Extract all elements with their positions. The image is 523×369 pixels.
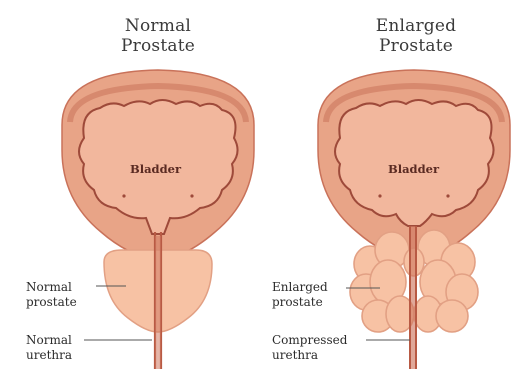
enlarged-ureter-opening-left <box>378 194 381 197</box>
normal-urethra-label-line2: urethra <box>26 348 72 363</box>
enlarged-prostate-label-line2: prostate <box>272 295 328 310</box>
enlarged-urethra-label-line2: urethra <box>272 348 347 363</box>
normal-title-line1: Normal <box>108 16 208 36</box>
enlarged-urethra-label-line1: Compressed <box>272 333 347 348</box>
normal-prostate-illustration <box>62 70 254 369</box>
enlarged-prostate-label-line1: Enlarged <box>272 280 328 295</box>
normal-prostate-label: Normal prostate <box>26 280 77 310</box>
normal-bladder-label: Bladder <box>130 162 181 176</box>
enlarged-title-line1: Enlarged <box>356 16 476 36</box>
normal-title-line2: Prostate <box>108 36 208 56</box>
normal-ureter-opening-left <box>122 194 125 197</box>
normal-title: Normal Prostate <box>108 16 208 56</box>
enlarged-prostate-label: Enlarged prostate <box>272 280 328 310</box>
normal-prostate-label-line2: prostate <box>26 295 77 310</box>
enlarged-prostate-illustration <box>318 70 510 369</box>
normal-prostate-label-line1: Normal <box>26 280 77 295</box>
enlarged-ureter-opening-right <box>446 194 449 197</box>
enlarged-bladder-label: Bladder <box>388 162 439 176</box>
normal-urethra-label: Normal urethra <box>26 333 72 363</box>
enlarged-urethra-label: Compressed urethra <box>272 333 347 363</box>
normal-urethra-label-line1: Normal <box>26 333 72 348</box>
enlarged-title-line2: Prostate <box>356 36 476 56</box>
enlarged-title: Enlarged Prostate <box>356 16 476 56</box>
normal-ureter-opening-right <box>190 194 193 197</box>
